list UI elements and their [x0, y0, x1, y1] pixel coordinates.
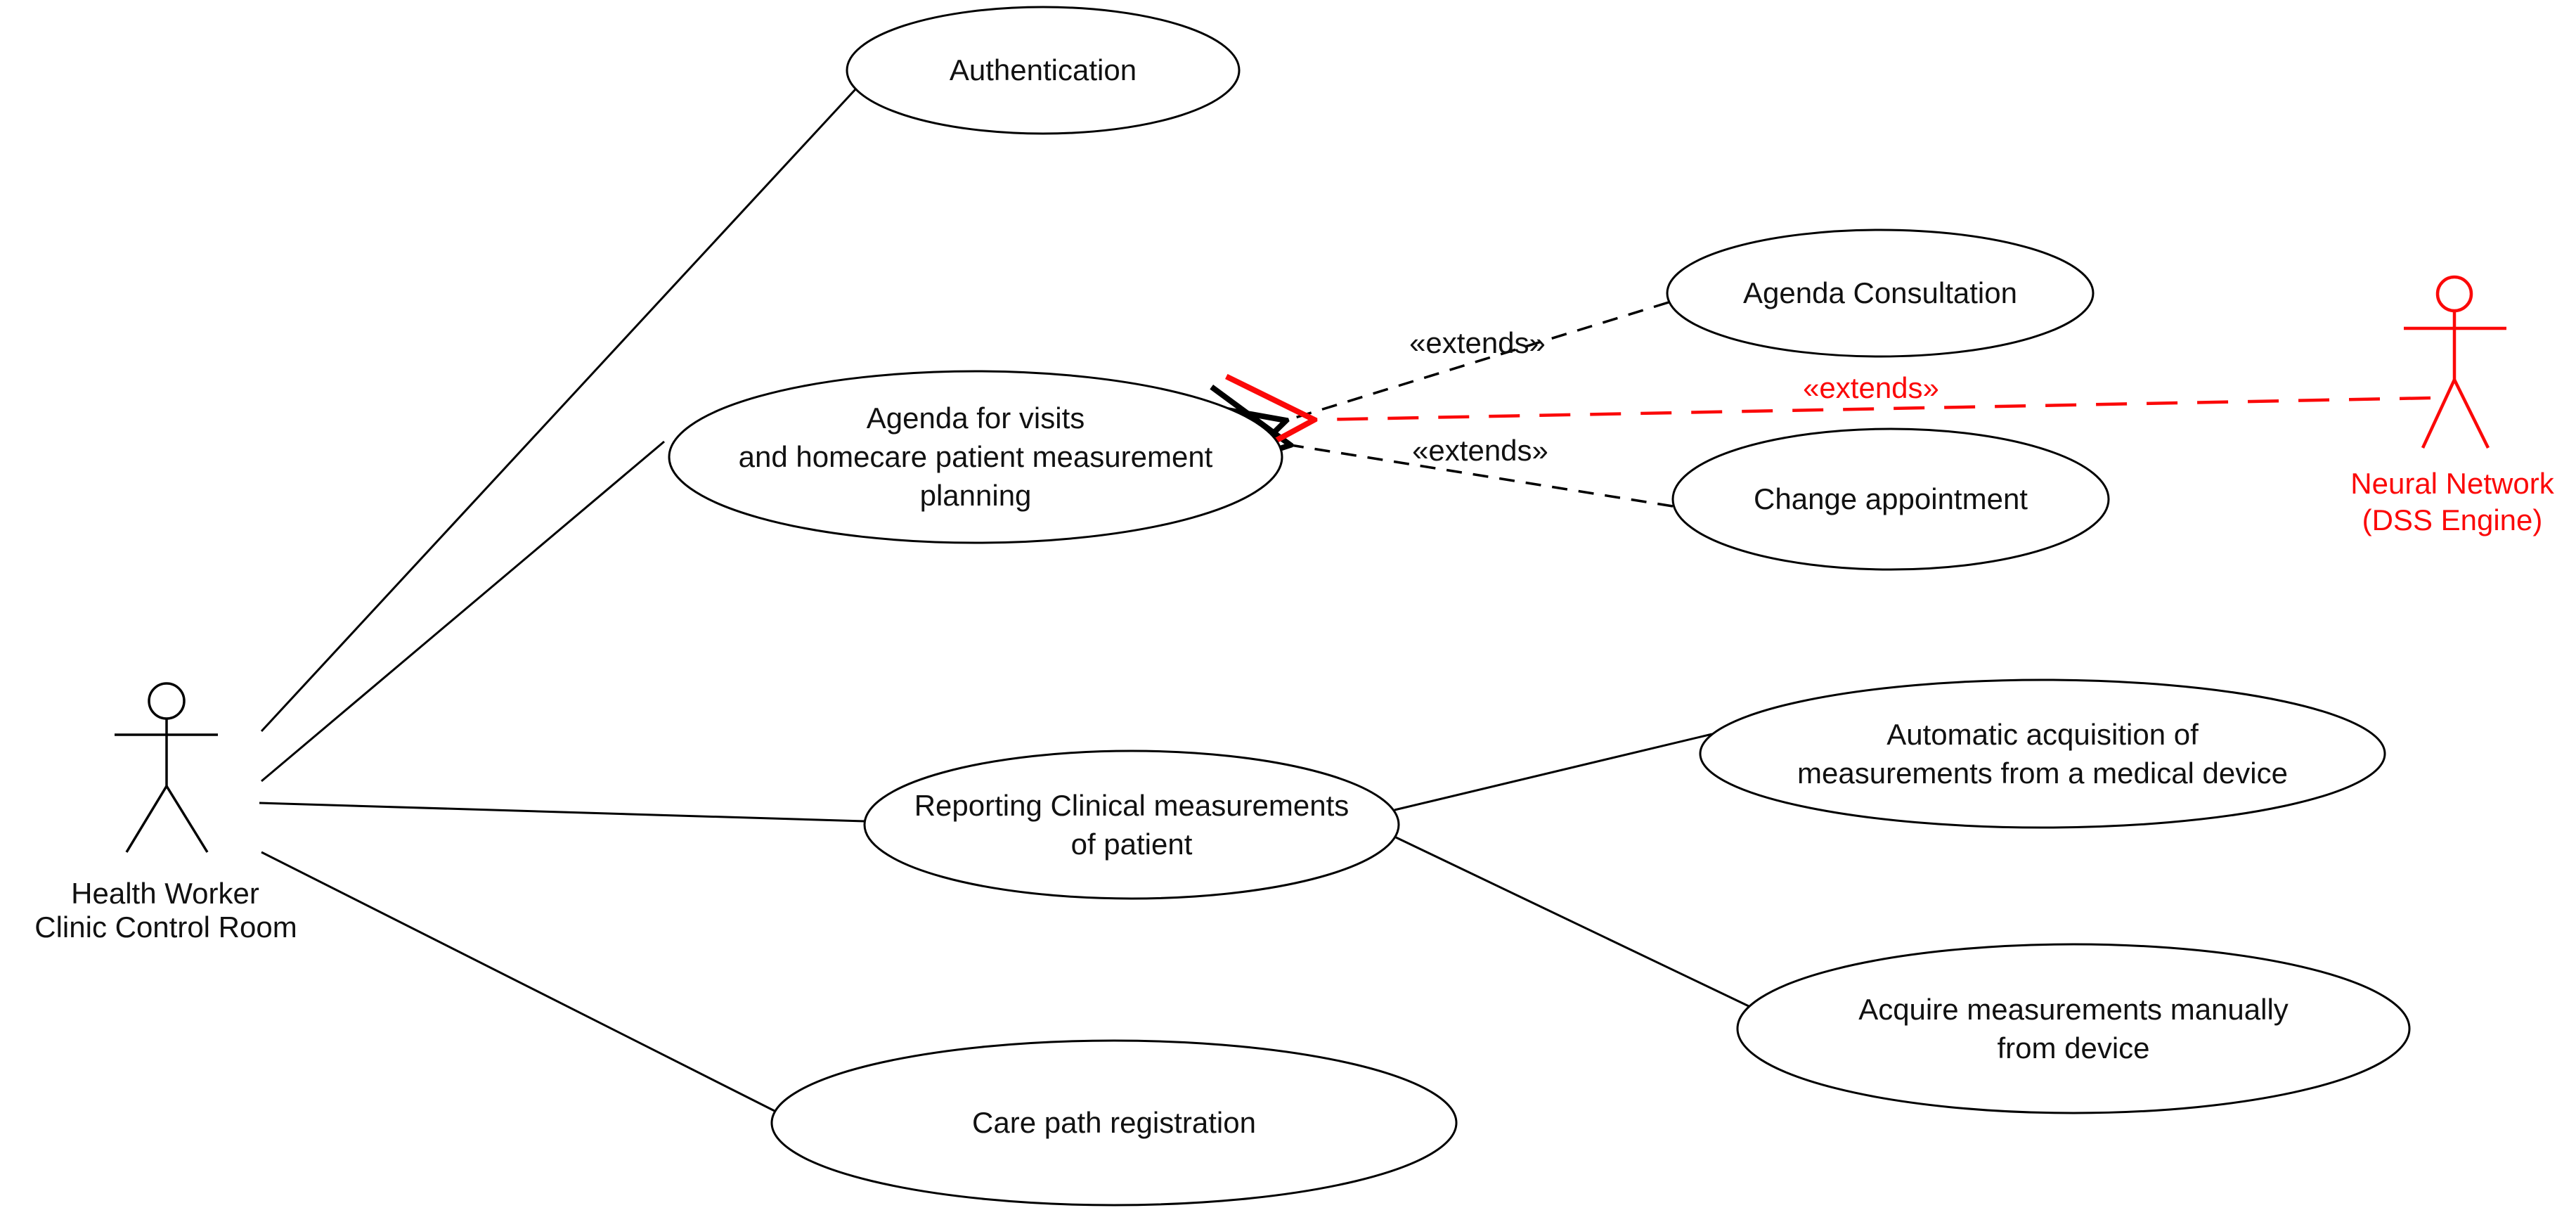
automatic-acquisition-label-line2: measurements from a medical device: [1797, 757, 2288, 790]
extends-arrow-changeappointment-to-agenda: [1290, 445, 1674, 508]
use-case-automatic-acquisition: Automatic acquisition of measurements fr…: [1699, 678, 2386, 829]
automatic-acquisition-label-line1: Automatic acquisition of: [1886, 718, 2199, 751]
change-appointment-label: Change appointment: [1754, 482, 2028, 515]
use-case-change-appointment: Change appointment: [1671, 427, 2110, 571]
agenda-consultation-label: Agenda Consultation: [1743, 276, 2017, 309]
agenda-label-line2: and homecare patient measurement: [739, 440, 1213, 473]
actor-head: [2435, 275, 2473, 313]
reporting-ellipse: [863, 750, 1400, 900]
neural-network-label-line1: Neural Network: [2350, 467, 2554, 500]
agenda-label-line1: Agenda for visits: [867, 401, 1085, 435]
association-healthworker-authentication: [260, 87, 857, 733]
authentication-label: Authentication: [950, 53, 1137, 86]
health-worker-label-line2: Clinic Control Room: [34, 911, 297, 944]
neural-network-actor: Neural Network (DSS Engine): [2350, 275, 2555, 536]
change-appointment-ellipse: [1671, 427, 2110, 571]
use-case-agenda-consultation: Agenda Consultation: [1666, 229, 2095, 358]
association-healthworker-carepath: [261, 851, 775, 1112]
actor-right-leg: [165, 785, 209, 853]
association-healthworker-reporting: [259, 802, 865, 823]
authentication-ellipse: [846, 6, 1241, 135]
extends-label-neuralnetwork: «extends»: [1803, 371, 1939, 404]
neural-network-label-line2: (DSS Engine): [2362, 503, 2543, 536]
actor-left-leg: [125, 785, 168, 853]
association-healthworker-agenda: [261, 440, 665, 783]
extends-relations: «extends» «extends» «extends»: [1286, 301, 2431, 508]
reporting-label-line1: Reporting Clinical measurements: [914, 789, 1350, 822]
care-path-ellipse: [770, 1039, 1458, 1207]
association-reporting-manual: [1394, 835, 1749, 1008]
extends-arrow-consultation-to-agenda: [1286, 301, 1669, 420]
extends-label-consultation: «extends»: [1409, 326, 1546, 359]
health-worker-label-line1: Health Worker: [71, 877, 259, 910]
use-case-manual-acquisition: Acquire measurements manually from devic…: [1736, 943, 2411, 1114]
manual-acquisition-label-line1: Acquire measurements manually: [1858, 993, 2289, 1026]
extends-label-changeappointment: «extends»: [1412, 434, 1548, 467]
agenda-consultation-ellipse: [1666, 229, 2095, 358]
agenda-ellipse: [668, 370, 1283, 544]
reporting-label-line2: of patient: [1071, 828, 1193, 861]
actor-head: [148, 682, 186, 720]
association-reporting-automatic: [1394, 733, 1713, 811]
use-case-care-path: Care path registration: [770, 1039, 1458, 1207]
associations: [259, 87, 1749, 1112]
health-worker-actor-icon: [115, 682, 218, 853]
manual-acquisition-ellipse: [1736, 943, 2411, 1114]
extends-arrow-neuralnetwork-to-agenda: [1314, 398, 2431, 420]
agenda-label-line3: planning: [920, 479, 1032, 512]
actor-left-leg: [2421, 379, 2457, 449]
use-case-reporting: Reporting Clinical measurements of patie…: [863, 750, 1400, 900]
use-case-authentication: Authentication: [846, 6, 1241, 135]
automatic-acquisition-ellipse: [1699, 678, 2386, 829]
use-case-agenda: Agenda for visits and homecare patient m…: [668, 370, 1283, 544]
health-worker-actor: Health Worker Clinic Control Room: [34, 682, 297, 944]
neural-network-actor-icon: [2404, 275, 2506, 449]
care-path-label: Care path registration: [972, 1106, 1256, 1139]
manual-acquisition-label-line2: from device: [1997, 1031, 2149, 1065]
actor-right-leg: [2452, 379, 2490, 449]
